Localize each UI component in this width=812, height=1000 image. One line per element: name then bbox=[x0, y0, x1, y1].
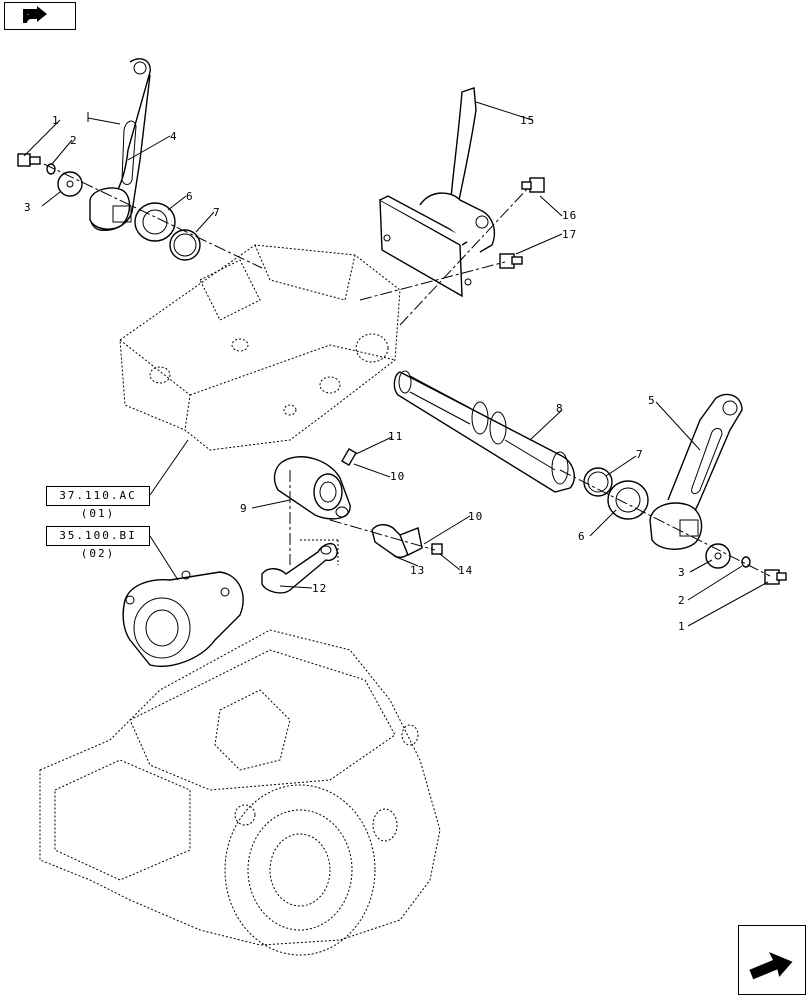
washer-3-right bbox=[705, 543, 731, 569]
control-lever-15 bbox=[379, 87, 496, 298]
reference-link-37-110-ac[interactable]: 37.110.AC (01) bbox=[46, 486, 150, 520]
lift-arm-left bbox=[87, 58, 151, 231]
callout-8: 8 bbox=[556, 402, 564, 415]
callout-1-left: 1 bbox=[52, 114, 60, 127]
bolt-17 bbox=[499, 253, 523, 269]
callout-3-left: 3 bbox=[24, 201, 32, 214]
washer-3-left bbox=[57, 171, 83, 197]
shaft-8 bbox=[393, 370, 576, 493]
callout-12: 12 bbox=[312, 582, 327, 595]
callout-9: 9 bbox=[240, 502, 248, 515]
cylinder-9 bbox=[273, 456, 351, 520]
callout-11: 11 bbox=[388, 430, 403, 443]
callouts: 1 2 3 4 6 7 15 16 17 8 5 7 6 11 10 9 10 … bbox=[24, 114, 686, 633]
reference-link-35-100-bi[interactable]: 35.100.BI (02) bbox=[46, 526, 150, 560]
callout-10-top: 10 bbox=[390, 470, 405, 483]
bolt-14 bbox=[431, 543, 443, 555]
back-button[interactable] bbox=[4, 2, 76, 30]
leader-lines bbox=[23, 101, 769, 627]
callout-10-bottom: 10 bbox=[468, 510, 483, 523]
seal-7-right bbox=[583, 467, 613, 497]
callout-2-left: 2 bbox=[70, 134, 78, 147]
callout-6-right: 6 bbox=[578, 530, 586, 543]
back-arrow-icon bbox=[5, 3, 75, 29]
callout-5: 5 bbox=[648, 394, 656, 407]
next-page-button[interactable] bbox=[738, 925, 806, 995]
next-page-arrow-icon bbox=[748, 952, 794, 981]
callout-7-left: 7 bbox=[213, 206, 221, 219]
piston-12 bbox=[261, 542, 338, 594]
callout-4: 4 bbox=[170, 130, 178, 143]
lift-housing bbox=[119, 244, 401, 451]
seal-6-right bbox=[607, 480, 649, 520]
callout-15: 15 bbox=[520, 114, 535, 127]
pin-13 bbox=[371, 524, 423, 559]
callout-2-right: 2 bbox=[678, 594, 686, 607]
bolt-1-left bbox=[17, 153, 41, 167]
callout-7-right: 7 bbox=[636, 448, 644, 461]
assembly-lines bbox=[43, 163, 771, 577]
bolt-1-right bbox=[764, 569, 787, 585]
callout-6-left: 6 bbox=[186, 190, 194, 203]
ring-7-left bbox=[169, 229, 201, 261]
hydraulic-pump bbox=[122, 570, 244, 667]
callout-1-right: 1 bbox=[678, 620, 686, 633]
transmission-housing bbox=[39, 629, 441, 956]
callout-16: 16 bbox=[562, 209, 577, 222]
callout-17: 17 bbox=[562, 228, 577, 241]
bolt-16 bbox=[521, 177, 545, 193]
callout-3-right: 3 bbox=[678, 566, 686, 579]
lift-arm-right bbox=[649, 393, 743, 550]
pin-11 bbox=[341, 447, 357, 467]
callout-14: 14 bbox=[458, 564, 473, 577]
callout-13: 13 bbox=[410, 564, 425, 577]
